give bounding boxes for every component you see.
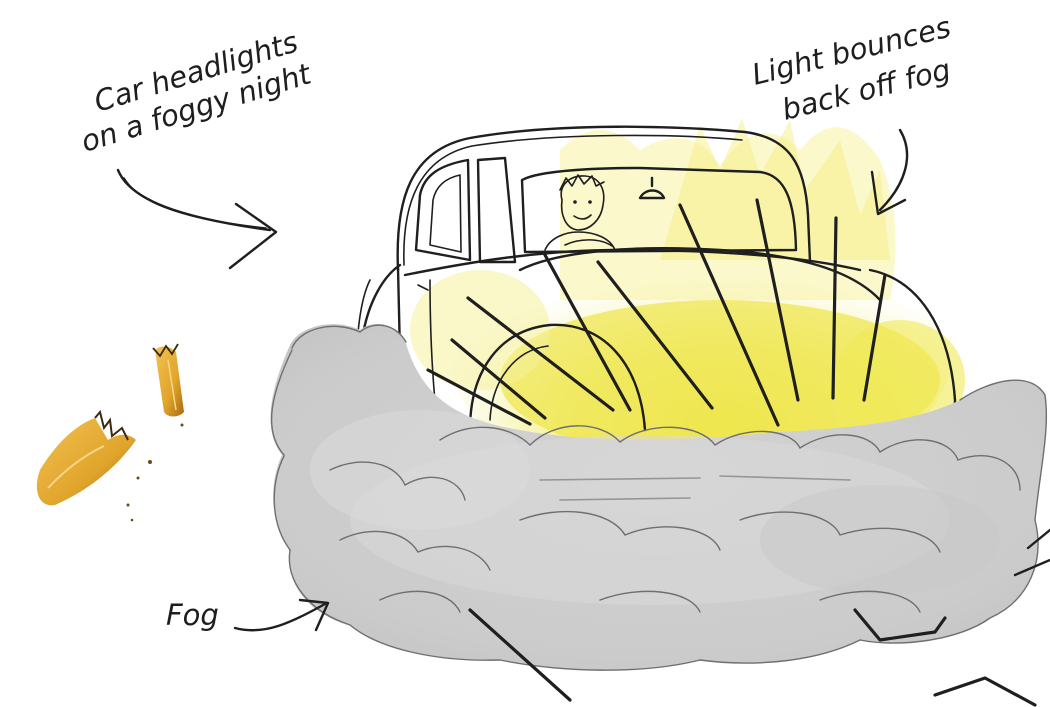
- fog-annotation: Fog: [166, 598, 328, 632]
- pencil-shavings-icon: [37, 344, 184, 521]
- fog-label: Fog: [166, 598, 219, 632]
- headlights-annotation: Car headlights on a foggy night: [77, 25, 316, 268]
- curved-arrow-icon: [118, 170, 276, 268]
